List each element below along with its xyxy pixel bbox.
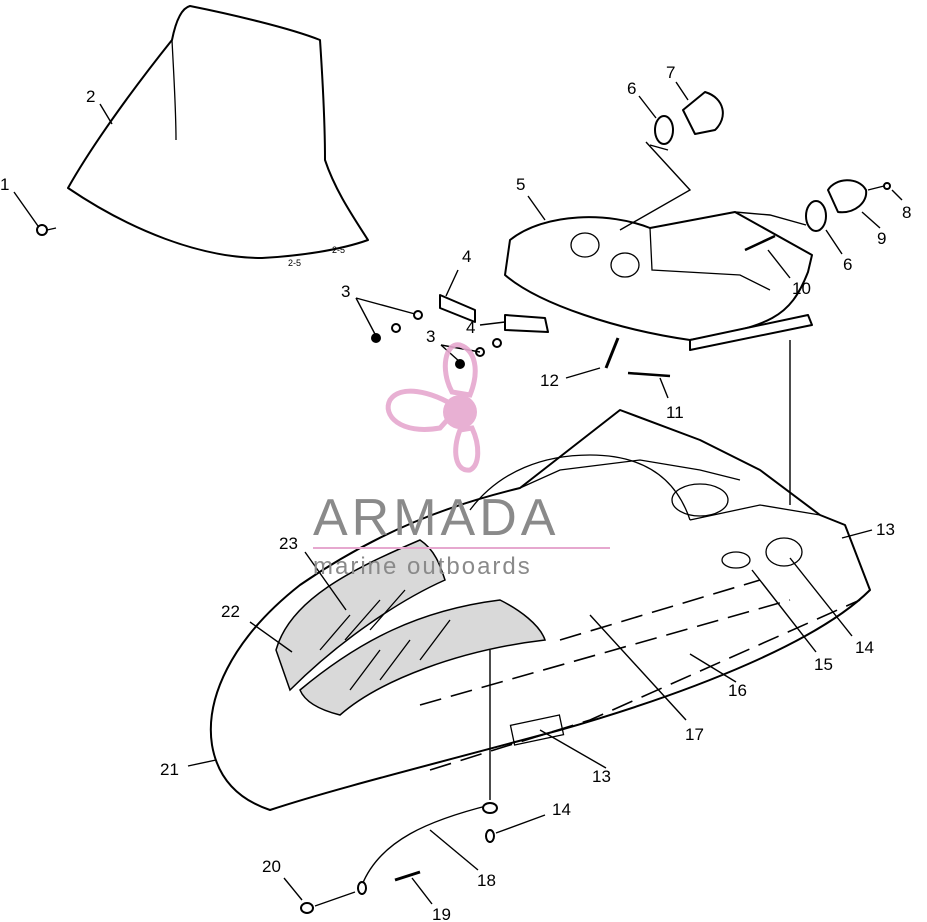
callout-20: 20 xyxy=(262,857,281,876)
callout-3b: 3 xyxy=(426,327,435,346)
callout-18: 18 xyxy=(477,871,496,890)
svg-text:2-5: 2-5 xyxy=(288,258,301,268)
callout-21: 21 xyxy=(160,760,179,779)
gauge-7-part xyxy=(619,91,724,231)
lanyard-hardware xyxy=(300,802,498,914)
callout-11: 11 xyxy=(666,403,684,422)
callout-3: 3 xyxy=(341,282,350,301)
callout-16: 16 xyxy=(728,681,747,700)
callout-6: 6 xyxy=(627,79,636,98)
windshield-part: 2-5 2-5 xyxy=(67,5,369,268)
callout-12: 12 xyxy=(540,371,559,390)
hardware-10-12 xyxy=(604,234,776,378)
callout-10: 10 xyxy=(792,279,811,298)
hinges-part xyxy=(371,294,549,369)
gauge-9-part xyxy=(734,179,891,232)
callout-2: 2 xyxy=(86,87,95,106)
callout-7: 7 xyxy=(666,63,675,82)
callout-14: 14 xyxy=(855,638,874,657)
windshield-screw xyxy=(36,224,57,236)
callout-8: 8 xyxy=(902,203,911,222)
callout-1: 1 xyxy=(0,175,9,194)
callout-15: 15 xyxy=(814,655,833,674)
hood-part xyxy=(209,340,871,811)
callout-23: 23 xyxy=(279,534,298,553)
upper-console-part xyxy=(504,211,813,351)
callout-17: 17 xyxy=(685,725,704,744)
callout-leaders xyxy=(13,81,903,905)
callout-6b: 6 xyxy=(843,255,852,274)
armada-watermark: ARMADA marine outboards xyxy=(313,342,610,580)
callout-14b: 14 xyxy=(552,800,571,819)
callout-4b: 4 xyxy=(466,318,475,337)
svg-text:2-5: 2-5 xyxy=(332,245,345,255)
callout-5: 5 xyxy=(516,175,525,194)
watermark-subtitle: marine outboards xyxy=(313,553,532,580)
callout-9: 9 xyxy=(877,229,886,248)
propeller-icon xyxy=(385,342,481,473)
callout-13: 13 xyxy=(876,520,895,539)
callout-22: 22 xyxy=(221,602,240,621)
callout-13b: 13 xyxy=(592,767,611,786)
callout-labels: 1 2 3 3 4 4 5 6 6 7 8 9 10 11 12 13 13 1… xyxy=(0,63,911,922)
vent-panels xyxy=(275,539,547,716)
watermark-title: ARMADA xyxy=(313,489,559,547)
callout-4: 4 xyxy=(462,247,471,266)
callout-19: 19 xyxy=(432,905,451,922)
